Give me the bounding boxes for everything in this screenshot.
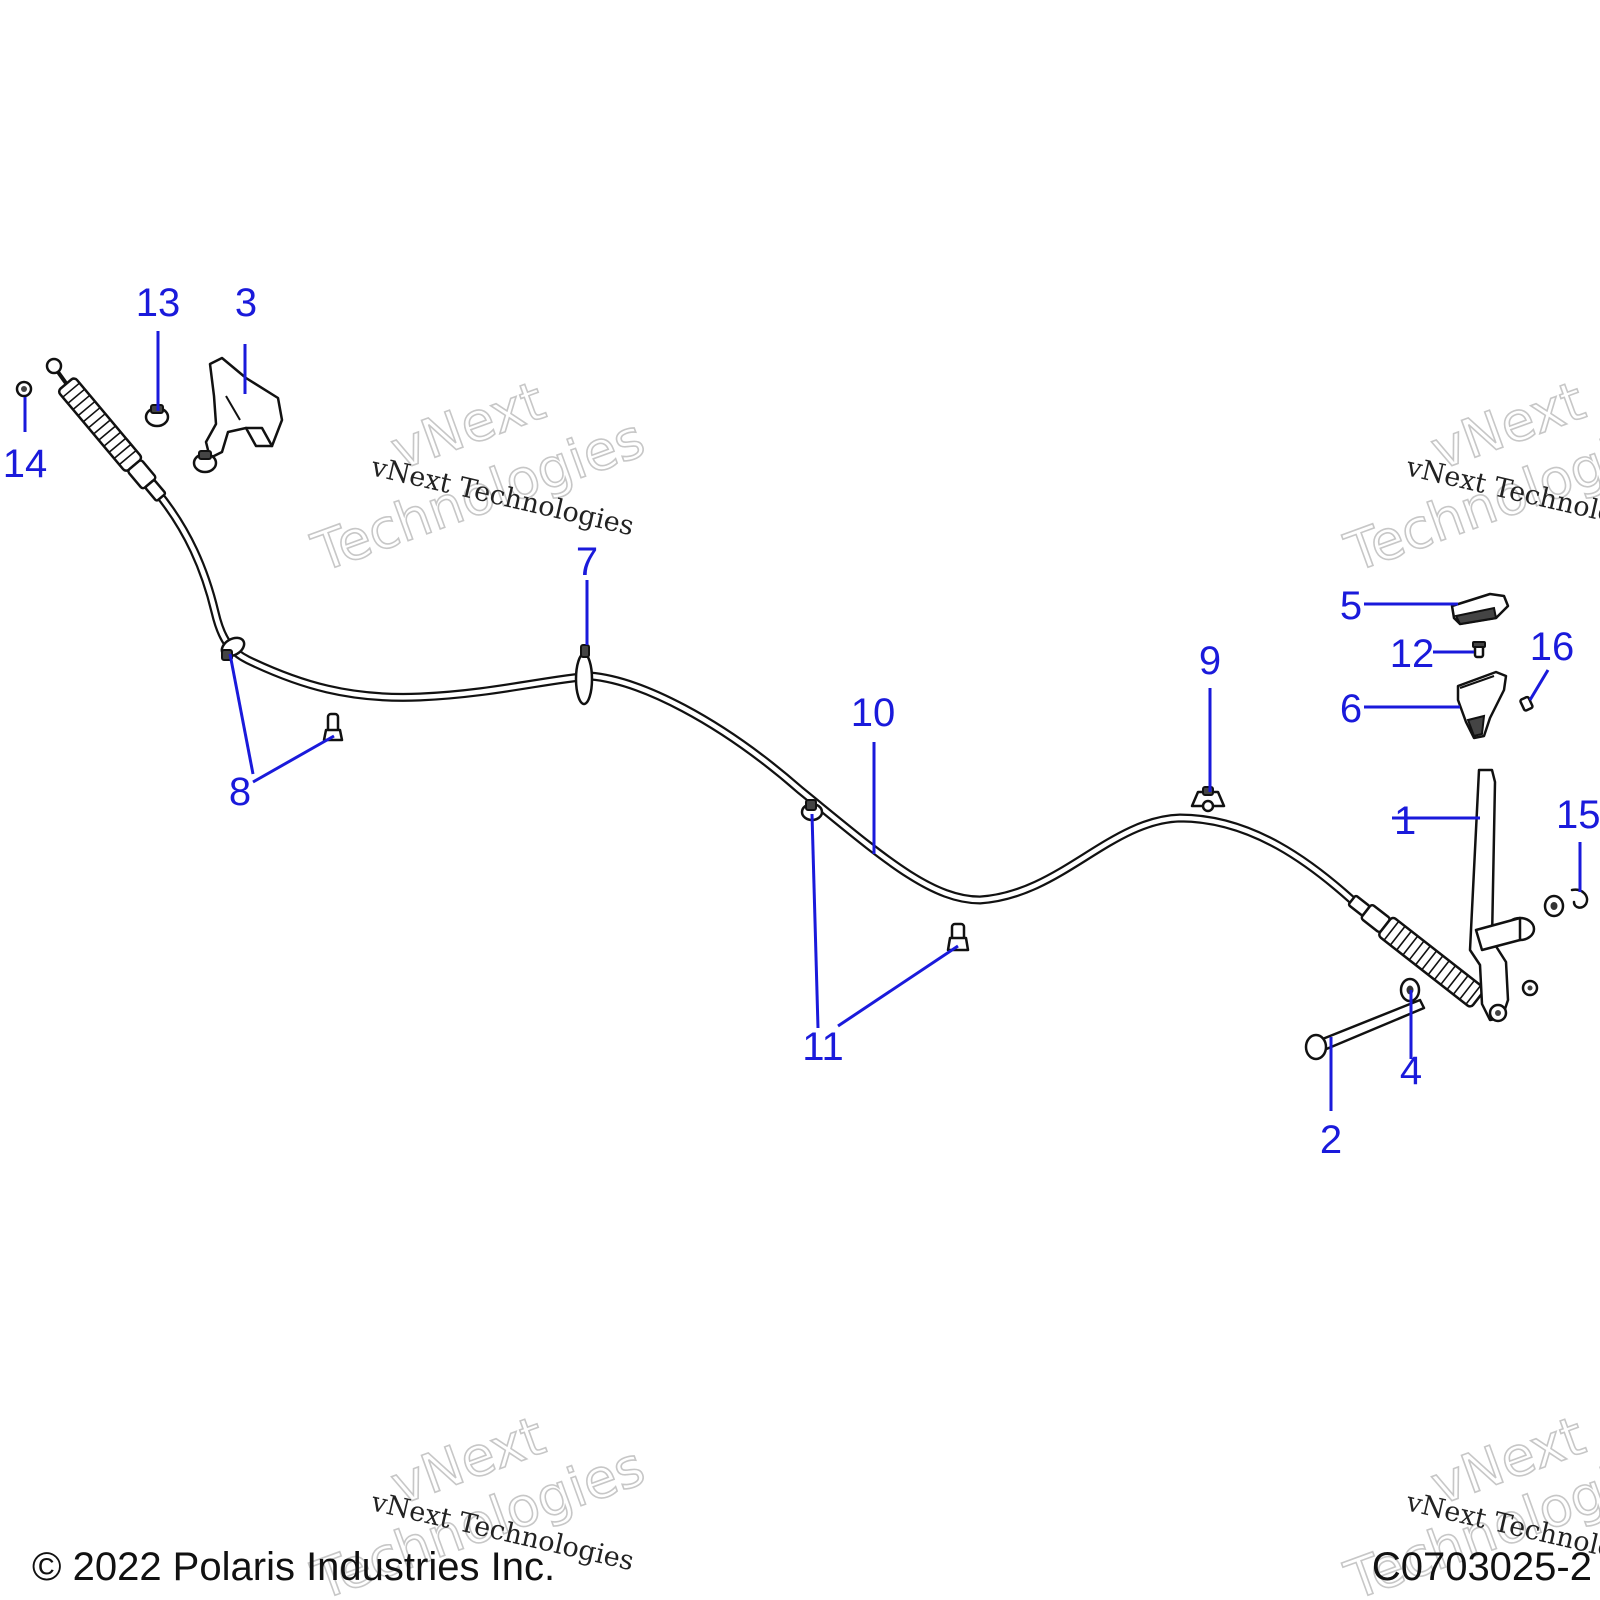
washer-lever-side — [1543, 894, 1565, 918]
cable-clip-11-loose — [946, 922, 970, 952]
callout-5: 5 — [1340, 584, 1362, 628]
callout-15: 15 — [1556, 793, 1600, 837]
callout-12: 12 — [1390, 632, 1435, 676]
callout-2: 2 — [1320, 1118, 1342, 1162]
callout-14: 14 — [3, 442, 48, 486]
callout-13: 13 — [136, 281, 181, 325]
clip-15 — [1570, 888, 1589, 909]
callout-9: 9 — [1199, 639, 1221, 683]
clevis-pin-2 — [1304, 998, 1426, 1061]
nut-14 — [15, 380, 33, 398]
watermark-group-top-right: vNext Technologies vNext Technologies — [1336, 368, 1600, 585]
callout-7: 7 — [576, 540, 598, 584]
screw-16 — [1519, 695, 1534, 712]
callout-6: 6 — [1340, 687, 1362, 731]
watermark-group-top-left: vNext Technologies vNext Technologies — [303, 368, 653, 585]
cable-clip-9 — [1190, 786, 1226, 813]
cable-grommet-7 — [574, 644, 594, 706]
drawing-number: C0703025-2 — [1372, 1545, 1592, 1589]
cable-end-right — [1347, 894, 1486, 1008]
callout-11: 11 — [802, 1025, 844, 1069]
spring-boot-right — [1347, 894, 1486, 1008]
callout-10: 10 — [851, 691, 896, 735]
callout-16: 16 — [1530, 625, 1575, 669]
cable-clip-8-on-cable — [220, 636, 246, 661]
callout-8: 8 — [229, 770, 251, 814]
callout-3: 3 — [235, 281, 257, 325]
callout-1: 1 — [1394, 799, 1416, 843]
handle-grip-6 — [1456, 670, 1508, 740]
callout-4: 4 — [1400, 1049, 1422, 1093]
callouts: 1 2 3 4 5 6 7 8 9 10 11 12 13 14 15 16 — [3, 281, 1600, 1162]
screw-12 — [1472, 641, 1486, 659]
cable-end-left — [45, 357, 167, 502]
handle-cap-5 — [1450, 592, 1510, 626]
leader-lines — [23, 331, 1582, 1111]
copyright-text: © 2022 Polaris Industries Inc. — [32, 1545, 555, 1589]
brake-lever — [1468, 768, 1536, 1023]
spring-boot-left — [57, 377, 167, 502]
nut-lever-bottom — [1521, 979, 1539, 997]
mounting-bracket — [204, 356, 284, 460]
bracket-bolt-lower — [192, 450, 218, 474]
